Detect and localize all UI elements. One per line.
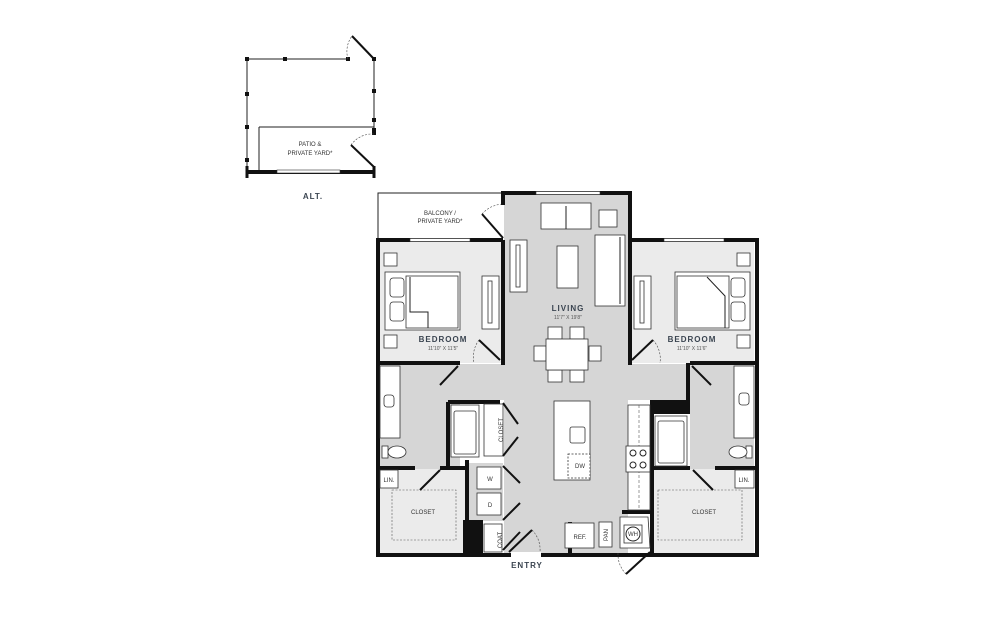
washer-label: W <box>487 477 493 483</box>
balcony-label: BALCONY / <box>424 211 456 217</box>
balcony: BALCONY / PRIVATE YARD* <box>377 192 504 240</box>
walls <box>376 191 759 557</box>
utility <box>476 402 541 553</box>
linen-left-label: LIN. <box>383 478 394 484</box>
closet-left-label: CLOSET <box>411 510 435 516</box>
linen-right-label: LIN. <box>738 478 749 484</box>
water-heater-label: WH <box>628 532 638 538</box>
dishwasher-label: DW <box>575 464 585 470</box>
hall-closet-label: CLOSET <box>499 418 505 442</box>
patio-label: PATIO & <box>299 142 322 148</box>
alt-caption: ALT. <box>303 192 323 201</box>
closet-right-label: CLOSET <box>692 510 716 516</box>
pantry-label: PAN <box>604 529 610 541</box>
living-name: LIVING <box>552 304 585 313</box>
bedroom-left-name: BEDROOM <box>419 335 468 344</box>
bath-fixtures <box>379 365 755 467</box>
dryer-label: D <box>488 503 493 509</box>
bedroom-right-dims: 11'10" X 11'6" <box>677 346 708 352</box>
living-dims: 11'7" X 19'8" <box>554 315 582 321</box>
patio-label-2: PRIVATE YARD* <box>288 151 334 157</box>
living-furniture <box>509 202 626 383</box>
bedroom-left-furniture <box>383 252 501 364</box>
bedroom-right-furniture <box>631 252 751 364</box>
refrigerator-label: REF. <box>573 535 586 541</box>
windows <box>409 191 725 558</box>
closets <box>379 469 755 541</box>
bedroom-right-name: BEDROOM <box>668 335 717 344</box>
bedroom-left-dims: 11'10" X 11'5" <box>428 346 459 352</box>
balcony-label-2: PRIVATE YARD* <box>418 219 464 225</box>
coat-label: COAT <box>498 532 504 549</box>
alt-patio-plan: PATIO & PRIVATE YARD* ALT. <box>245 35 376 201</box>
entry-label: ENTRY <box>511 561 543 570</box>
kitchen <box>553 400 651 575</box>
